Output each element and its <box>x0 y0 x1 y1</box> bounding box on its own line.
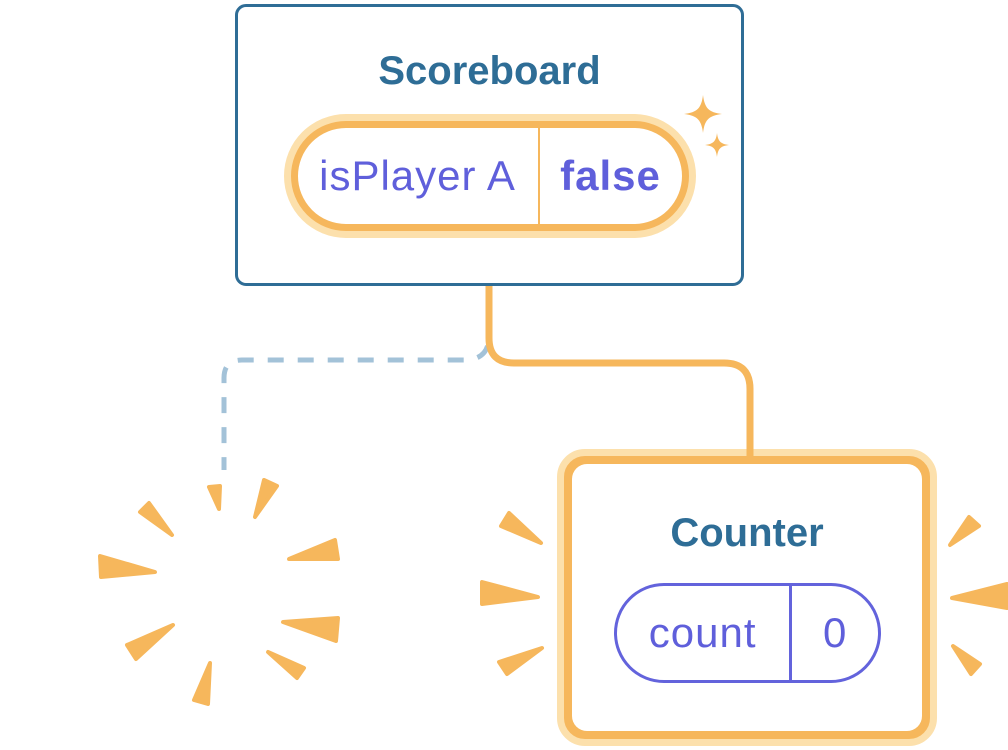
emphasis-mark <box>497 646 544 676</box>
component-title: Scoreboard <box>378 49 601 93</box>
dashed-connector-line <box>221 335 492 470</box>
emphasis-mark <box>948 515 981 547</box>
scoreboard-component-card: Scoreboard isPlayer A false <box>235 4 744 286</box>
state-value: 0 <box>822 609 847 656</box>
state-pill: count 0 <box>613 583 881 683</box>
state-pill: isPlayer A false <box>290 121 689 231</box>
emphasis-mark <box>951 644 982 676</box>
destroyed-component-card <box>92 457 367 727</box>
emphasis-marks-left-icon <box>480 511 544 676</box>
component-title: Counter <box>670 511 824 555</box>
state-value: false <box>560 152 661 199</box>
emphasis-mark <box>950 582 1008 610</box>
solid-connector-line <box>485 286 754 461</box>
state-name: count <box>617 586 792 680</box>
emphasis-marks-right-icon <box>948 515 1008 676</box>
emphasis-mark <box>480 580 540 606</box>
counter-component-card: Counter count 0 <box>557 449 937 746</box>
emphasis-mark <box>499 511 543 545</box>
state-name: isPlayer A <box>298 128 540 224</box>
counter-card-inner: Counter count 0 <box>572 464 922 731</box>
